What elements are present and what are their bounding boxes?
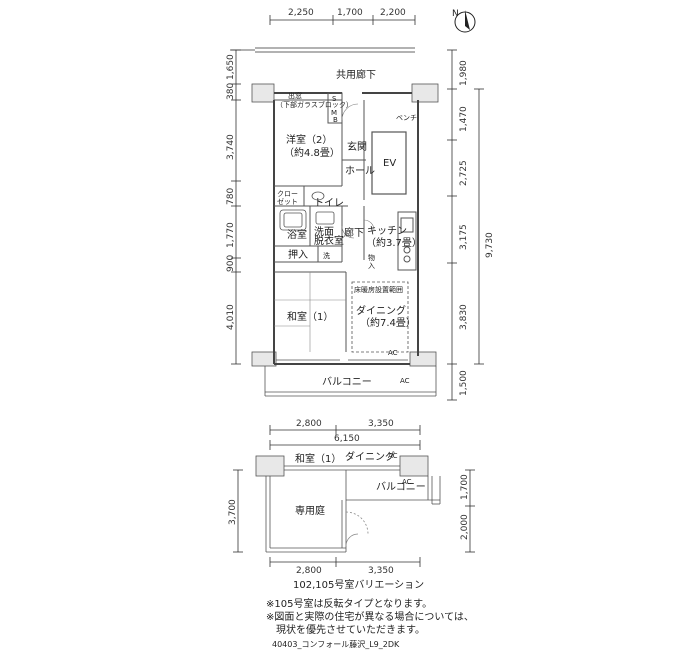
bath-label: 浴室 — [287, 228, 307, 241]
closet-label-2: ゼット — [277, 197, 298, 206]
closet-label-1: クロー — [277, 190, 298, 198]
monoire-label-2: 入 — [368, 262, 375, 270]
dimension-lines-left — [231, 49, 241, 365]
dim-right-1: 1,980 — [459, 60, 469, 86]
var-dim-total: 6,150 — [334, 434, 360, 444]
bathtub — [279, 209, 307, 231]
top-dimension-labels: 2,250 1,700 2,200 — [288, 8, 406, 18]
kitchen-label: キッチン — [367, 225, 407, 237]
variation-lines — [265, 465, 441, 553]
demado-label: 出窓 — [288, 91, 302, 100]
footer-code: 40403_コンフォール藤沢_L9_2DK — [272, 640, 400, 649]
dim-right-2: 1,470 — [459, 106, 469, 132]
var-dim-right-2: 2,000 — [460, 514, 470, 540]
variation-walls — [255, 455, 429, 477]
note-1: ※105号室は反転タイプとなります。 — [266, 599, 433, 610]
note-3: 現状を優先させていただきます。 — [266, 625, 425, 636]
var-dining-label: ダイニング — [345, 450, 395, 463]
room-labels: 共用廊下 出窓 （下部ガラスブロック） S M B ベンチ 洋室（2） （約4.… — [276, 68, 422, 388]
youshitsu2-area: （約4.8畳） — [284, 146, 340, 159]
var-ac-label-1: AC — [388, 452, 398, 460]
washroom-label-1: 洗面 — [314, 226, 334, 238]
var-dim-bottom-1: 2,800 — [296, 566, 322, 576]
tatami-lines — [274, 272, 346, 352]
ac-label-2: AC — [400, 377, 410, 385]
dim-right-4: 3,175 — [459, 224, 469, 250]
variation-dimension-bottom — [269, 557, 421, 567]
north-arrow: N — [452, 9, 476, 33]
var-dim-right-1: 1,700 — [460, 474, 470, 500]
variation-dimension-top — [269, 425, 421, 450]
bench-label: ベンチ — [396, 114, 417, 122]
dim-left-1: 1,650 — [226, 54, 236, 80]
floor-heat-label: 床暖房設置範囲 — [354, 285, 403, 294]
rouka-label: 廊下 — [344, 226, 364, 239]
dim-left-4: 780 — [226, 188, 236, 205]
sen-label: 洗 — [323, 251, 330, 260]
balcony-rail — [264, 366, 437, 397]
var-dim-top-1: 2,800 — [296, 419, 322, 429]
glass-block-label: （下部ガラスブロック） — [276, 100, 353, 109]
mb-m-label: M — [331, 109, 337, 117]
var-dim-left: 3,700 — [228, 499, 238, 525]
ac-label-1: AC — [388, 349, 398, 357]
floor-heat-area — [351, 281, 409, 353]
monoire-label-1: 物 — [368, 253, 375, 262]
corridor-label: 共用廊下 — [336, 68, 376, 81]
mb-s-label: S — [332, 95, 337, 103]
oshiire-label: 押入 — [288, 248, 308, 261]
dimension-lines-top — [230, 15, 416, 53]
var-ac-label-2: AC — [402, 478, 412, 486]
dim-left-5: 1,770 — [226, 222, 236, 248]
dim-left-2: 380 — [226, 83, 236, 100]
youshitsu2-label: 洋室（2） — [286, 133, 332, 146]
left-dimension-labels: 1,650 380 3,740 780 1,770 900 4,010 — [226, 54, 236, 330]
mb-b-label: B — [333, 116, 338, 124]
dim-right-3: 2,725 — [459, 160, 469, 186]
var-washitsu-label: 和室（1） — [295, 452, 341, 465]
dim-top-1: 2,250 — [288, 8, 314, 18]
dining-area: （約7.4畳） — [360, 316, 416, 329]
north-label: N — [452, 9, 459, 19]
var-dim-top-2: 3,350 — [368, 419, 394, 429]
dim-top-2: 1,700 — [337, 8, 363, 18]
variation-labels: 2,800 3,350 6,150 和室（1） ダイニング AC バルコニー A… — [228, 419, 470, 591]
variation-dimension-right — [465, 469, 475, 553]
inner-walls — [274, 92, 417, 352]
dim-right-5: 3,830 — [459, 304, 469, 330]
var-balcony-label: バルコニー — [376, 481, 426, 493]
dim-left-3: 3,740 — [226, 134, 236, 160]
balcony-label: バルコニー — [322, 376, 372, 388]
dim-top-3: 2,200 — [380, 8, 406, 18]
washitsu1-label: 和室（1） — [287, 310, 333, 323]
hall-label: ホール — [345, 165, 375, 177]
main-walls — [251, 83, 439, 367]
dimension-lines-right — [447, 49, 484, 401]
dining-label: ダイニング — [356, 304, 406, 317]
dim-right-total: 9,730 — [485, 232, 495, 258]
variation-caption: 102,105号室バリエーション — [293, 578, 424, 591]
dim-left-6: 900 — [226, 255, 236, 272]
ev-label: EV — [383, 158, 396, 169]
variation-dimension-left — [233, 469, 243, 553]
var-dim-bottom-2: 3,350 — [368, 566, 394, 576]
var-garden-label: 専用庭 — [295, 504, 325, 517]
washroom-label-2: 脱衣室 — [314, 234, 344, 247]
right-dimension-labels: 1,980 1,470 2,725 3,175 3,830 1,500 9,73… — [459, 60, 495, 396]
note-2: ※図面と実際の住宅が異なる場合については、 — [266, 612, 474, 623]
kitchen-area: （約3.7畳） — [366, 236, 422, 249]
toilet-label: トイレ — [314, 198, 344, 209]
dim-left-7: 4,010 — [226, 304, 236, 330]
dim-right-6: 1,500 — [459, 370, 469, 396]
door-swings — [341, 103, 375, 239]
genkan-label: 玄関 — [347, 140, 367, 153]
